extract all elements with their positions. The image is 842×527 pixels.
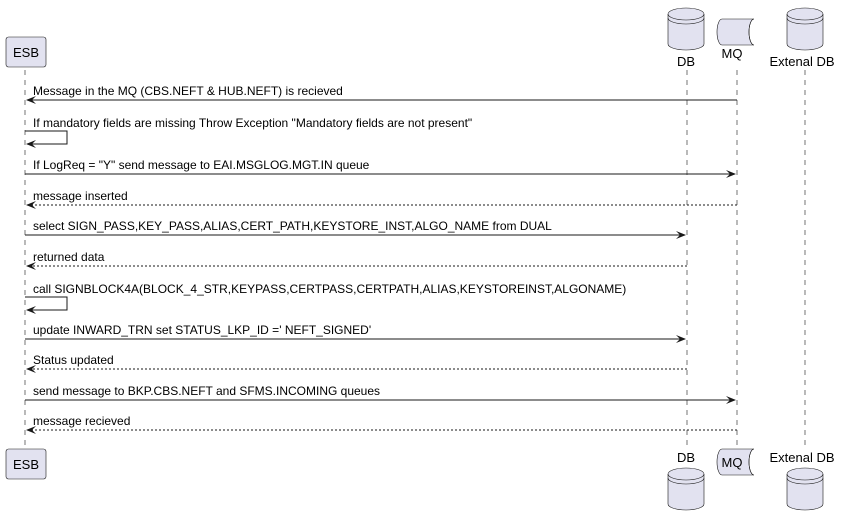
message-line (25, 130, 68, 145)
participant-esb-label: ESB (13, 45, 39, 60)
message-label: select SIGN_PASS,KEY_PASS,ALIAS,CERT_PAT… (33, 219, 552, 233)
participant-esb-label: ESB (13, 457, 39, 472)
message-1: Message in the MQ (CBS.NEFT & HUB.NEFT) … (26, 84, 737, 104)
message-9: Status updated (26, 353, 687, 373)
message-6: returned data (26, 250, 687, 270)
participant-esb-bottom: ESB (5, 448, 47, 480)
database-icon (667, 467, 705, 511)
database-icon (786, 7, 824, 51)
message-line (25, 296, 68, 311)
participant-extdb-bottom: Extenal DB (769, 450, 835, 511)
database-icon (667, 7, 705, 51)
messages: Message in the MQ (CBS.NEFT & HUB.NEFT) … (25, 84, 737, 434)
arrowhead (676, 231, 686, 239)
lifelines (24, 70, 806, 450)
database-icon (786, 467, 824, 511)
queue-icon (716, 448, 755, 476)
message-label: Status updated (33, 353, 114, 367)
message-label: If mandatory fields are missing Throw Ex… (33, 116, 472, 130)
arrowhead (26, 426, 36, 434)
message-10: send message to BKP.CBS.NEFT and SFMS.IN… (25, 384, 736, 404)
arrowhead (26, 306, 36, 314)
message-7: call SIGNBLOCK4A(BLOCK_4_STR,KEYPASS,CER… (25, 282, 626, 314)
participant-mq-bottom: MQ (716, 448, 755, 476)
participant-db-label: DB (677, 54, 695, 69)
arrowhead (26, 140, 36, 148)
participant-mq-top: MQ (716, 18, 755, 61)
arrowhead (26, 365, 36, 373)
message-11: message recieved (26, 414, 737, 434)
participant-extdb-top: Extenal DB (769, 7, 835, 69)
participant-box (5, 448, 47, 480)
message-label: Message in the MQ (CBS.NEFT & HUB.NEFT) … (33, 84, 343, 98)
message-label: message recieved (33, 414, 130, 428)
participant-esb-top: ESB (5, 36, 47, 68)
participant-db-top: DB (667, 7, 705, 69)
participant-db-label: DB (677, 450, 695, 465)
message-3: If LogReq = "Y" send message to EAI.MSGL… (25, 158, 736, 178)
arrowhead (26, 262, 36, 270)
participant-extdb-label: Extenal DB (769, 450, 834, 465)
participant-db-bottom: DB (667, 450, 705, 511)
participant-mq-label: MQ (722, 455, 743, 470)
message-label: returned data (33, 250, 105, 264)
arrowhead (726, 396, 736, 404)
message-4: message inserted (26, 189, 737, 209)
message-label: update INWARD_TRN set STATUS_LKP_ID =' N… (33, 323, 371, 337)
message-8: update INWARD_TRN set STATUS_LKP_ID =' N… (25, 323, 686, 343)
participant-mq-label: MQ (722, 46, 743, 61)
queue-icon (716, 18, 755, 46)
message-label: call SIGNBLOCK4A(BLOCK_4_STR,KEYPASS,CER… (33, 282, 626, 296)
message-2: If mandatory fields are missing Throw Ex… (25, 116, 472, 148)
message-label: message inserted (33, 189, 128, 203)
arrowhead (26, 201, 36, 209)
arrowhead (676, 335, 686, 343)
message-5: select SIGN_PASS,KEY_PASS,ALIAS,CERT_PAT… (25, 219, 686, 239)
message-label: If LogReq = "Y" send message to EAI.MSGL… (33, 158, 370, 172)
arrowhead (726, 170, 736, 178)
arrowhead (26, 96, 36, 104)
participant-box (5, 36, 47, 68)
participant-extdb-label: Extenal DB (769, 54, 834, 69)
message-label: send message to BKP.CBS.NEFT and SFMS.IN… (33, 384, 380, 398)
